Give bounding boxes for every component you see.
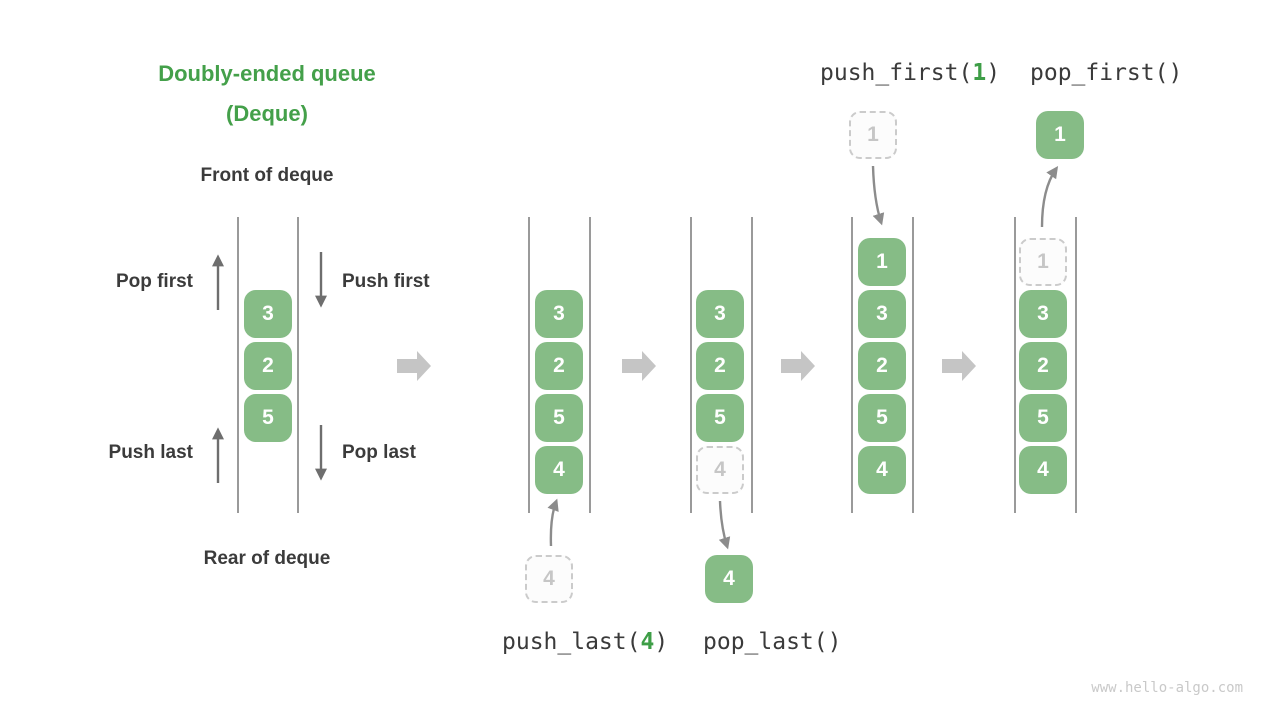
push-last-arrow-icon	[212, 427, 224, 483]
incoming-value-ghost-box: 4	[525, 555, 573, 603]
push-first-curved-arrow-icon	[871, 165, 885, 226]
front-of-deque-label: Front of deque	[200, 165, 334, 186]
push-last-curved-arrow-icon	[547, 498, 559, 547]
queue-cell: 2	[535, 342, 583, 390]
title-line-2: (Deque)	[226, 101, 308, 126]
code-text: push_first(	[820, 60, 973, 86]
popped-value-box: 4	[705, 555, 753, 603]
push-last-label: Push last	[108, 442, 193, 463]
queue-cell: 4	[858, 446, 906, 494]
transition-arrow-icon	[942, 351, 976, 381]
queue-cell: 5	[1019, 394, 1067, 442]
queue-wall	[528, 217, 530, 513]
diagram-title: Doubly-ended queue (Deque)	[117, 54, 417, 134]
queue-cell: 3	[535, 290, 583, 338]
queue-cell: 4	[1019, 446, 1067, 494]
queue-cell: 3	[244, 290, 292, 338]
queue-cell: 5	[858, 394, 906, 442]
queue-wall	[851, 217, 853, 513]
queue-cell: 2	[858, 342, 906, 390]
code-text: push_last(	[502, 629, 641, 655]
queue-cell: 2	[1019, 342, 1067, 390]
rear-of-deque-label: Rear of deque	[203, 548, 331, 569]
queue-wall	[912, 217, 914, 513]
push-first-label: Push first	[342, 271, 430, 292]
queue-cell: 1	[858, 238, 906, 286]
queue-wall	[1075, 217, 1077, 513]
queue-cell: 5	[696, 394, 744, 442]
code-text: )	[654, 629, 669, 655]
removed-value-ghost-box: 4	[696, 446, 744, 494]
pop-first-code-label: pop_first()	[1030, 60, 1183, 86]
transition-arrow-icon	[397, 351, 431, 381]
queue-wall	[589, 217, 591, 513]
queue-cell: 3	[696, 290, 744, 338]
pop-last-curved-arrow-icon	[718, 500, 731, 550]
queue-wall	[1014, 217, 1016, 513]
queue-cell: 5	[244, 394, 292, 442]
queue-wall	[751, 217, 753, 513]
queue-wall	[690, 217, 692, 513]
code-arg: 4	[640, 629, 655, 655]
transition-arrow-icon	[622, 351, 656, 381]
queue-wall	[297, 217, 299, 513]
pop-first-label: Pop first	[115, 271, 193, 292]
code-arg: 1	[972, 60, 987, 86]
queue-cell: 3	[1019, 290, 1067, 338]
queue-cell: 4	[535, 446, 583, 494]
push-first-arrow-icon	[315, 252, 327, 308]
pop-first-arrow-icon	[212, 254, 224, 310]
popped-value-box: 1	[1036, 111, 1084, 159]
pop-last-code-label: pop_last()	[703, 629, 842, 655]
removed-value-ghost-box: 1	[1019, 238, 1067, 286]
incoming-value-ghost-box: 1	[849, 111, 897, 159]
code-text: )	[986, 60, 1001, 86]
title-line-1: Doubly-ended queue	[158, 61, 376, 86]
queue-cell: 2	[696, 342, 744, 390]
watermark: www.hello-algo.com	[1091, 680, 1243, 696]
queue-cell: 5	[535, 394, 583, 442]
queue-cell: 2	[244, 342, 292, 390]
transition-arrow-icon	[781, 351, 815, 381]
pop-first-curved-arrow-icon	[1040, 166, 1059, 228]
push-first-code-label: push_first(1)	[820, 60, 1000, 86]
queue-cell: 3	[858, 290, 906, 338]
push-last-code-label: push_last(4)	[502, 629, 668, 655]
pop-last-label: Pop last	[342, 442, 416, 463]
pop-last-arrow-icon	[315, 425, 327, 481]
queue-wall	[237, 217, 239, 513]
